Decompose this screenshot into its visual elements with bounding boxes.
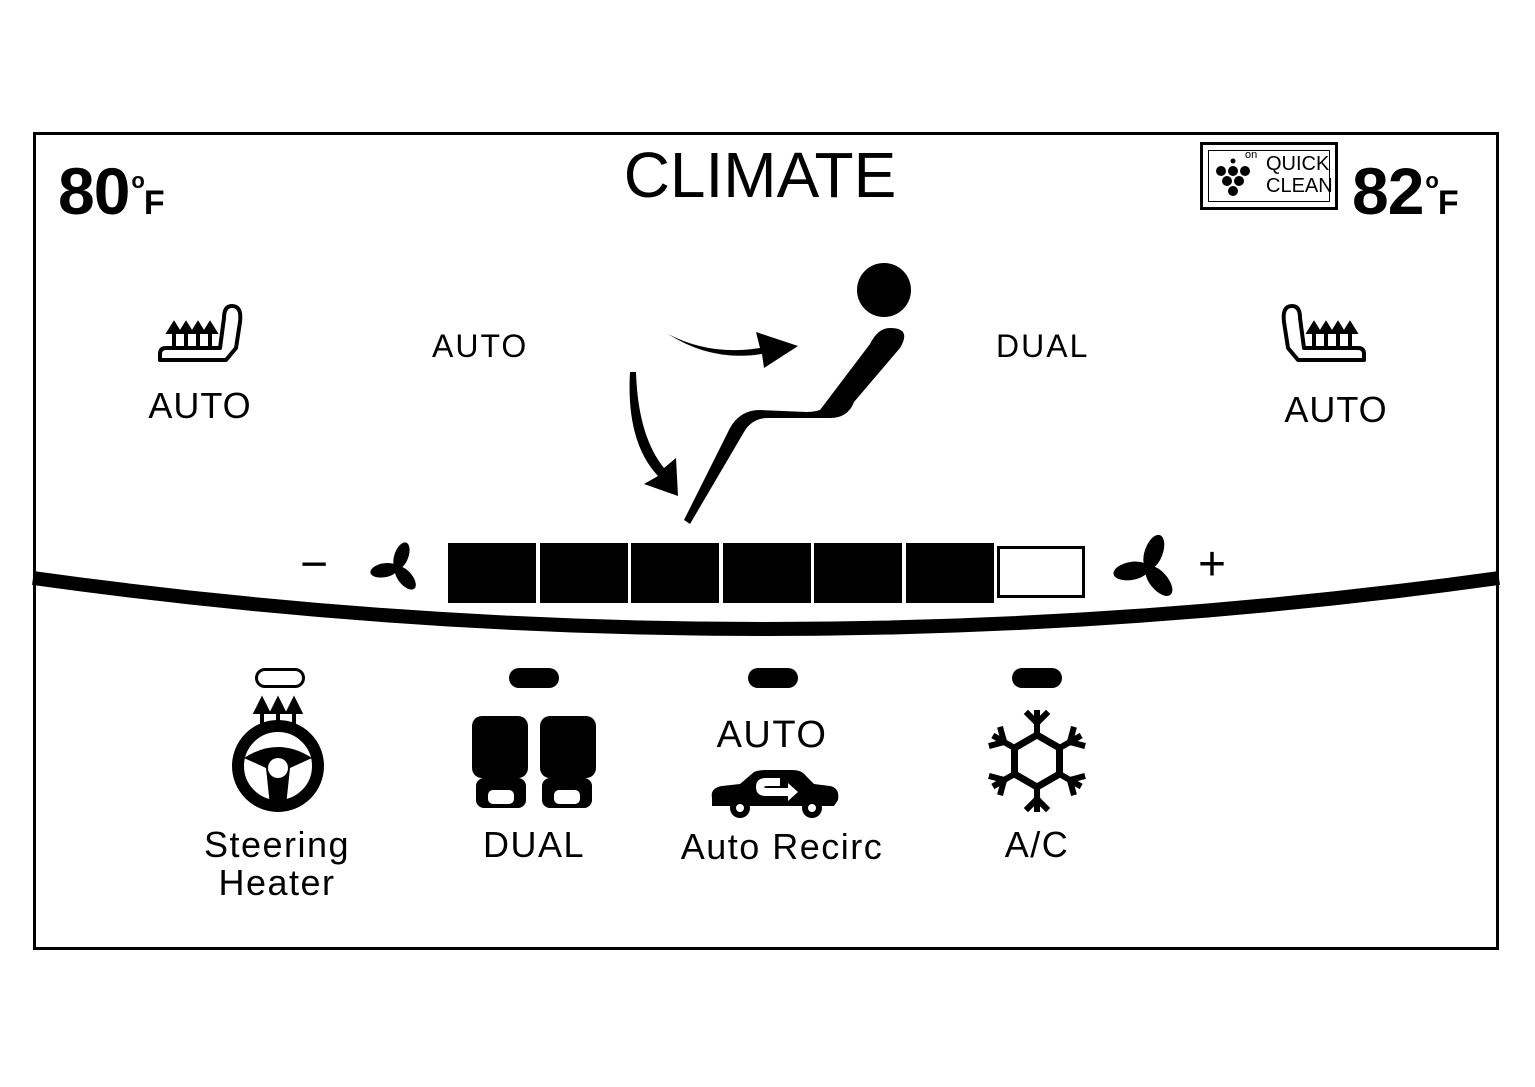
ac-indicator [1012, 668, 1062, 688]
steering-heater-icon[interactable] [228, 695, 328, 814]
airflow-dual-label[interactable]: DUAL [996, 328, 1090, 364]
driver-heated-seat-icon[interactable] [158, 302, 248, 372]
dual-indicator [509, 668, 559, 688]
fan-speed-segment[interactable] [997, 546, 1085, 598]
passenger-temp-unit: F [1437, 184, 1459, 222]
snowflake-icon[interactable] [984, 708, 1090, 814]
driver-temp-unit: F [143, 184, 165, 222]
dual-label[interactable]: DUAL [482, 824, 586, 865]
quick-clean-line1: QUICK [1266, 153, 1330, 175]
fan-speed-segment[interactable] [905, 543, 994, 603]
passenger-temperature[interactable]: 82oF [1352, 146, 1459, 238]
steering-heater-indicator [255, 668, 305, 688]
passenger-temp-value: 82 [1352, 154, 1424, 228]
quick-clean-line2: CLEAN [1266, 175, 1333, 197]
auto-recirc-mode: AUTO [716, 714, 828, 756]
fan-speed-segment[interactable] [448, 543, 536, 603]
driver-temp-value: 80 [58, 154, 130, 228]
passenger-seat-heat-mode: AUTO [1284, 389, 1388, 430]
fan-decrease-button[interactable]: − [300, 538, 329, 591]
fan-increase-button[interactable]: + [1198, 538, 1227, 591]
ac-label[interactable]: A/C [1004, 824, 1070, 865]
airflow-mode-icon[interactable] [620, 262, 920, 532]
driver-temperature[interactable]: 80oF [58, 146, 165, 238]
steering-heater-line1: Steering [203, 824, 351, 865]
passenger-heated-seat-icon[interactable] [1278, 302, 1368, 372]
dual-seats-icon[interactable] [470, 716, 598, 810]
page-title: CLIMATE [623, 139, 897, 211]
quick-clean-frame [1208, 150, 1330, 202]
climate-screen [33, 132, 1499, 950]
grape-icon [1216, 158, 1250, 196]
panel-divider [32, 571, 1500, 636]
quick-clean-label: QUICK CLEAN [1266, 153, 1333, 197]
auto-recirc-indicator [748, 668, 798, 688]
steering-heater-line2: Heater [218, 862, 336, 903]
passenger-temp-degree: o [1425, 168, 1438, 193]
quick-clean-status: on [1245, 149, 1258, 161]
driver-temp-degree: o [131, 168, 144, 193]
fan-speed-segment[interactable] [539, 543, 628, 603]
quick-clean-button[interactable]: on QUICK CLEAN [1200, 142, 1338, 210]
recirculation-icon[interactable] [706, 768, 842, 822]
fan-large-icon [1113, 534, 1173, 596]
auto-recirc-label[interactable]: Auto Recirc [680, 826, 884, 867]
fan-speed-segment[interactable] [631, 543, 719, 603]
driver-seat-heat-mode: AUTO [148, 385, 252, 426]
fan-speed-segment[interactable] [722, 543, 811, 603]
airflow-auto-label[interactable]: AUTO [432, 328, 529, 364]
steering-heater-label[interactable]: Steering Heater [186, 826, 368, 902]
fan-small-icon [370, 542, 416, 590]
fan-speed-segment[interactable] [814, 543, 902, 603]
